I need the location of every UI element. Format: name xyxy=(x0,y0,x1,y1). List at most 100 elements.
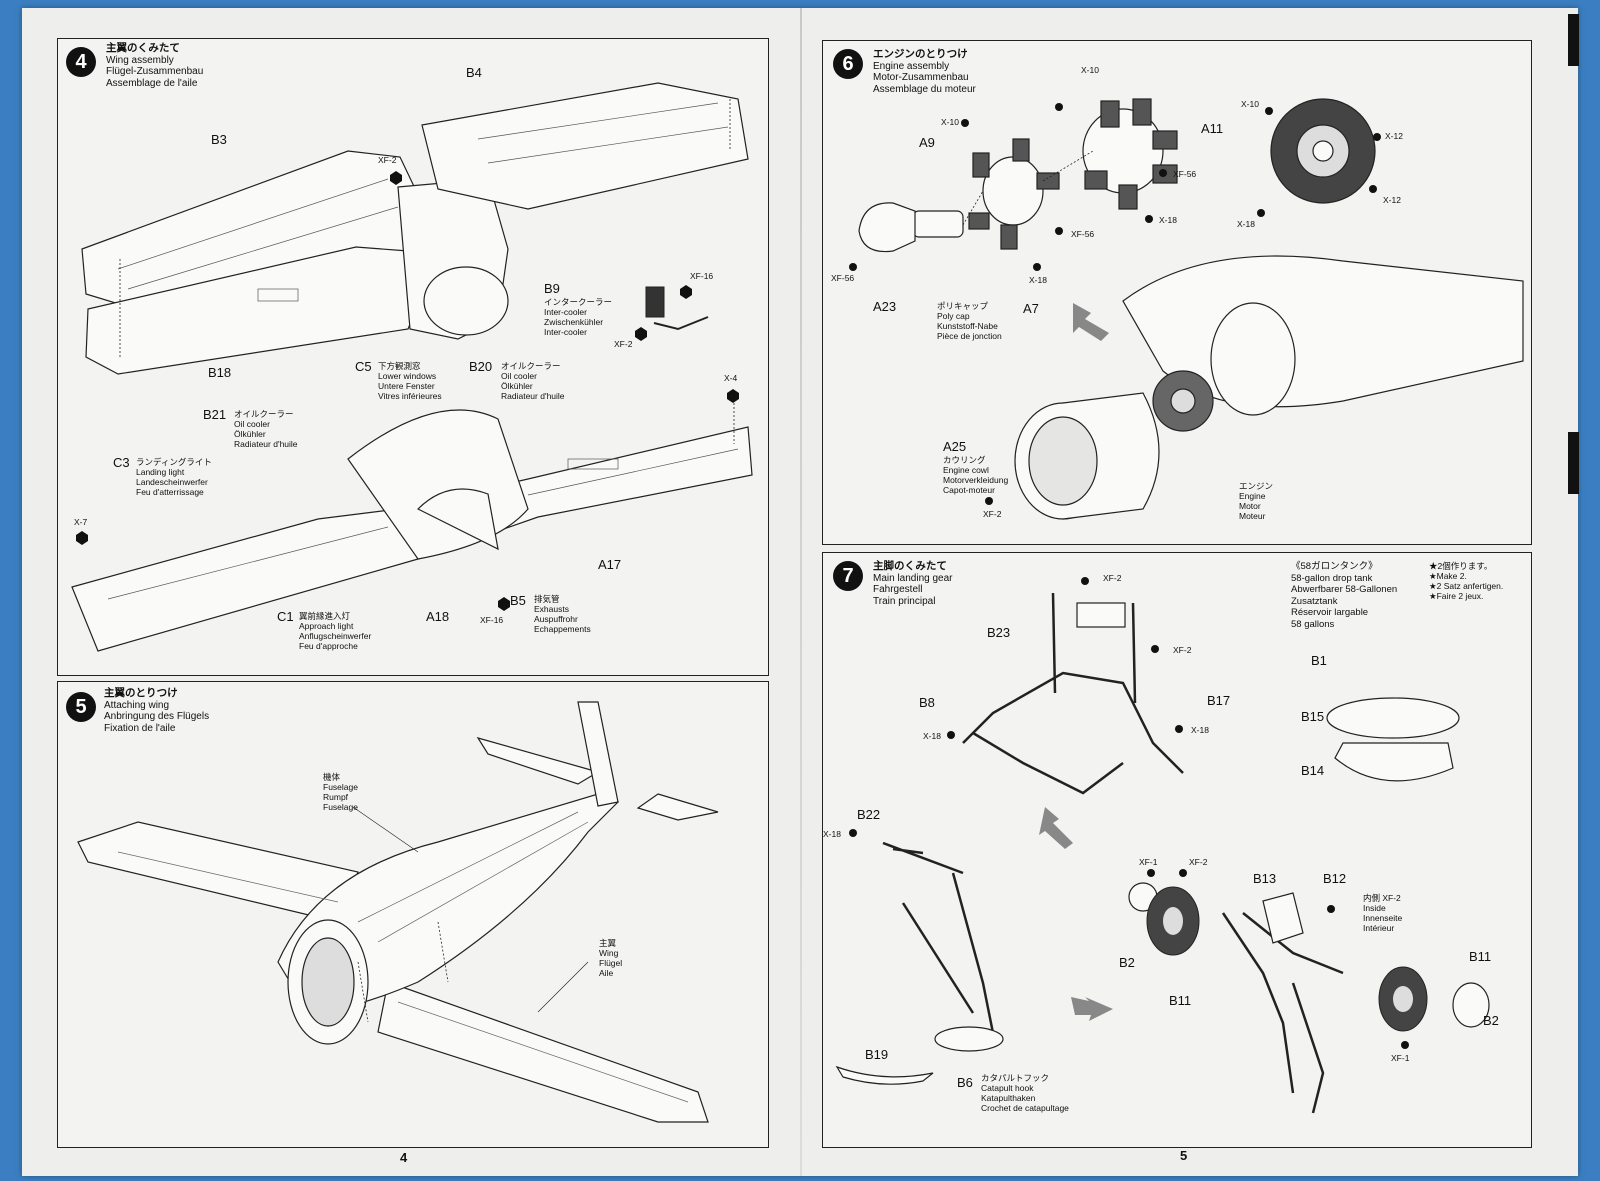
callout-line: Lower windows xyxy=(378,371,437,381)
callout-b9: インタークーラー Inter-cooler Zwischenkühler Int… xyxy=(544,297,612,337)
paint-code: XF-2 xyxy=(983,509,1002,519)
callout-line: 《58ガロンタンク》 xyxy=(1291,561,1378,572)
paint-code: X-18 xyxy=(1237,219,1255,229)
callout-line: 下方観測窓 xyxy=(378,361,421,371)
paint-code: X-4 xyxy=(724,373,738,383)
callout-polycap: ポリキャップ Poly cap Kunststoff-Nabe Pièce de… xyxy=(937,301,1002,341)
callout-line: オイルクーラー xyxy=(501,361,561,371)
callout-line: ★Faire 2 jeux. xyxy=(1429,591,1484,601)
callout-line: カウリング xyxy=(943,455,986,465)
title-fr: Fixation de l'aile xyxy=(104,722,176,734)
part-label: A17 xyxy=(598,557,622,572)
part-label: B15 xyxy=(1301,709,1325,724)
callout-line: Catapult hook xyxy=(981,1083,1034,1093)
title-fr: Assemblage du moteur xyxy=(873,83,976,95)
callout-line: ★2個作ります。 xyxy=(1429,561,1493,571)
callout-wing: 主翼 Wing Flügel Aile xyxy=(599,938,622,978)
callout-c3: ランディングライト Landing light Landescheinwerfe… xyxy=(136,457,212,497)
callout-line: ★Make 2. xyxy=(1429,571,1467,581)
callout-line: Inter-cooler xyxy=(544,327,587,337)
callout-line: Rumpf xyxy=(323,792,349,802)
part-label: B19 xyxy=(865,1047,889,1062)
callout-line: 58 gallons xyxy=(1291,618,1335,630)
callout-line: インタークーラー xyxy=(544,297,613,307)
paint-code: XF-56 xyxy=(1071,229,1095,239)
paint-code: XF-56 xyxy=(831,273,855,283)
step-title: 主翼のとりつけ Attaching wing Anbringung des Fl… xyxy=(104,687,209,734)
callout-make2: ★2個作ります。 ★Make 2. ★2 Satz anfertigen. ★F… xyxy=(1429,561,1503,601)
callout-line: Feu d'approche xyxy=(299,641,358,651)
part-label: B11 xyxy=(1469,949,1492,964)
edge-tab-top xyxy=(1568,14,1579,66)
callout-line: Aile xyxy=(599,968,614,978)
callout-line: Capot-moteur xyxy=(943,485,995,495)
title-en: Main landing gear xyxy=(873,572,953,584)
title-jp: 主翼のくみたて xyxy=(106,42,180,54)
title-fr: Assemblage de l'aile xyxy=(106,77,198,89)
part-label: A23 xyxy=(873,299,897,314)
paint-code: X-18 xyxy=(1191,725,1209,735)
title-en: Attaching wing xyxy=(104,699,170,711)
callout-line: Katapulthaken xyxy=(981,1093,1036,1103)
callout-line: 機体 xyxy=(323,772,341,782)
callout-line: Oil cooler xyxy=(501,371,537,381)
part-label: B22 xyxy=(857,807,881,822)
callout-line: ランディングライト xyxy=(136,457,212,467)
callout-engine: エンジン Engine Motor Moteur xyxy=(1239,481,1273,521)
part-label: A18 xyxy=(426,609,450,624)
paint-code: XF-2 xyxy=(1103,573,1122,583)
paint-code: XF-2 xyxy=(1173,645,1192,655)
part-label: C3 xyxy=(113,455,130,470)
callout-c5: 下方観測窓 Lower windows Untere Fenster Vitre… xyxy=(378,361,442,401)
step-number: 4 xyxy=(66,47,96,77)
title-de: Fahrgestell xyxy=(873,584,923,595)
part-label: B6 xyxy=(957,1075,973,1090)
part-label: B21 xyxy=(203,407,227,422)
callout-line: Kunststoff-Nabe xyxy=(937,321,998,331)
callout-line: Oil cooler xyxy=(234,419,270,429)
callout-line: Anflugscheinwerfer xyxy=(299,631,372,641)
callout-line: Fuselage xyxy=(323,782,358,792)
paint-code: XF-2 xyxy=(1189,857,1208,867)
paint-code: X-12 xyxy=(1385,131,1403,141)
paint-code: XF-56 xyxy=(1173,169,1197,179)
paint-code: X-10 xyxy=(1081,65,1099,75)
callout-line: Zusatztank xyxy=(1291,595,1338,607)
callout-line: Wing xyxy=(599,948,619,958)
step-number: 7 xyxy=(833,561,863,591)
part-label: B17 xyxy=(1207,693,1231,708)
title-en: Wing assembly xyxy=(106,54,174,66)
title-de: Flügel-Zusammenbau xyxy=(106,66,204,77)
part-label: A25 xyxy=(943,439,967,454)
callout-line: Radiateur d'huile xyxy=(234,439,298,449)
callout-droptank: 《58ガロンタンク》 58-gallon drop tank Abwerfbar… xyxy=(1291,561,1397,630)
callout-line: Echappements xyxy=(534,624,591,634)
step-number: 5 xyxy=(66,692,96,722)
callout-line: Innenseite xyxy=(1363,913,1403,923)
callout-line: Fuselage xyxy=(323,802,358,812)
part-label: A9 xyxy=(919,135,935,150)
part-label: C1 xyxy=(277,609,294,624)
part-label: B14 xyxy=(1301,763,1325,778)
callout-line: Engine xyxy=(1239,491,1266,501)
callout-line: オイルクーラー xyxy=(234,409,294,419)
title-fr: Train principal xyxy=(873,595,936,607)
title-jp: 主脚のくみたて xyxy=(873,560,947,572)
callout-line: Ölkühler xyxy=(501,381,533,391)
step-title: エンジンのとりつけ Engine assembly Motor-Zusammen… xyxy=(873,48,976,95)
paint-code: X-10 xyxy=(1241,99,1259,109)
part-label: B20 xyxy=(469,359,493,374)
title-jp: 主翼のとりつけ xyxy=(104,687,178,699)
part-label: B18 xyxy=(208,365,232,380)
callout-line: Vitres inférieures xyxy=(378,391,442,401)
paint-code: X-18 xyxy=(923,731,941,741)
paint-code: XF-2 xyxy=(378,155,397,165)
callout-line: Zwischenkühler xyxy=(544,317,604,327)
paint-code: X-18 xyxy=(823,829,841,839)
callout-line: Réservoir largable xyxy=(1291,607,1369,618)
callout-line: 翼前縁進入灯 xyxy=(299,611,351,621)
callout-line: Landescheinwerfer xyxy=(136,477,208,487)
callout-c1: 翼前縁進入灯 Approach light Anflugscheinwerfer… xyxy=(299,611,371,651)
page-number-right: 5 xyxy=(1180,1148,1188,1163)
paint-code: XF-1 xyxy=(1391,1053,1410,1063)
